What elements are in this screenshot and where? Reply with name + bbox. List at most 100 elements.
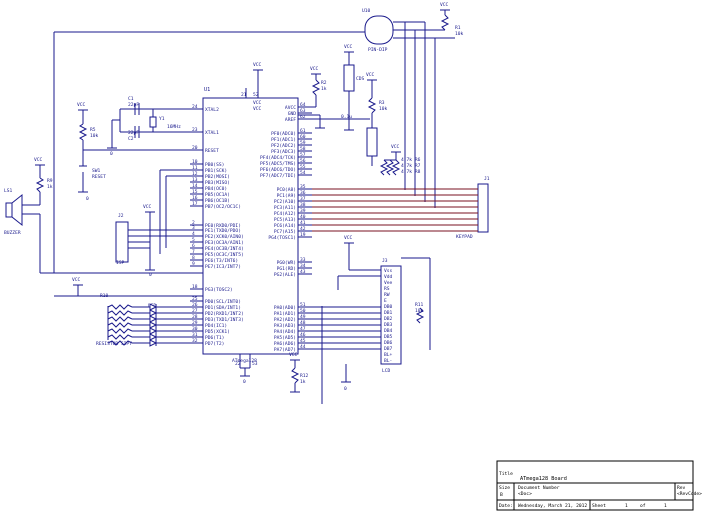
svg-text:VCC: VCC [344,44,353,50]
resistor-icon [107,328,133,334]
date-value: Wednesday, March 21, 2012 [518,503,587,509]
lcd-pin-name: E [384,298,387,304]
led-icon [149,333,158,341]
lcd-pin-name: BL+ [384,352,393,358]
u1-pin-name: PC2(A10) [274,199,296,205]
u1-pin-number: 62 [300,114,306,120]
u1-pin-name: AREF [285,117,296,123]
resistor-icon [107,304,133,310]
led-rows [107,303,203,347]
u1-pin-number: 59 [300,140,306,146]
svg-text:0: 0 [86,196,89,202]
u1-pin-name: PD5(XCK1) [205,329,230,335]
r12-resistor-icon [290,367,300,384]
y1-value: 16MHz [167,124,181,130]
lcd-pin-name: DB4 [384,328,393,334]
u1-pin-name: PB6(OC1B) [205,198,230,204]
svg-text:0: 0 [344,386,347,392]
u1-pin-number: 28 [192,314,198,320]
u1-pin-number: 18 [192,284,198,290]
u1-pin-name: PF4(ADC4/TCK) [260,155,296,161]
r9-value: 1k [47,184,53,190]
u1-pin-name: PF5(ADC5/TMS) [260,161,296,167]
u1-pin-name: PC3(A11) [274,205,296,211]
u1-pin-number: 23 [192,127,198,133]
u1-pin-number: 38 [300,202,306,208]
u1-pin-name: PB1(SCK) [205,168,227,174]
resistor-icon [107,340,133,346]
u1-pin-name: PF3(ADC3) [271,149,296,155]
lcd-pin-name: DB0 [384,304,393,310]
u1-body [202,97,299,355]
analog-circuit: VCC R2 1k VCC CDS 0.1u VCC R3 10k [298,44,388,166]
lcd-label: LCD [382,368,391,374]
u1-pin-number: 29 [192,320,198,326]
u1-pin-name: PG1(RD) [277,266,296,272]
u1-pin-name: PG3(TOSC2) [205,287,233,293]
u1-pin-number: 63 [300,108,306,114]
lcd-pin-name: RW [384,292,390,298]
u1-bottom-pin-num: 53 [252,361,258,367]
u1-pin-name: PA2(AD2) [274,317,296,323]
r5-ref: R5 [90,127,96,133]
rev-label: Rev [677,485,686,491]
led-icon [149,321,158,329]
u1-pin-number: 20 [192,145,198,151]
r1-value: 10k [455,31,464,37]
u1-pin-name: GND [288,111,297,117]
u1-pin-name: PE2(XCK0/AIN0) [205,234,244,240]
u1-pin-number: 7 [192,249,195,255]
u1-pin-name: PF6(ADC6/TDO) [260,167,296,173]
led-icon [149,339,158,347]
lcd-pin-name: DB2 [384,316,393,322]
u1-pin-number: 57 [300,152,306,158]
j1-ref: J1 [484,176,490,182]
u1-pin-number: 61 [300,128,306,134]
rev-value: <RevCode> [677,491,702,497]
u1-pin-number: 5 [192,237,195,243]
sw1-ref: SW1 [92,168,101,174]
svg-text:VCC: VCC [253,62,262,68]
r6-resistor-icon [379,159,389,176]
lcd-connector-icon [380,265,402,365]
u1-left-pins: 24XTAL223XTAL120RESET10PB0(SS)11PB1(SCK)… [190,104,244,347]
vcc-icon: VCC [253,62,263,71]
u1-pin-number: 15 [192,189,198,195]
docnum-label: Document Number [518,485,560,491]
resistor-icon [107,316,133,322]
u1-pin-name: PF0(ADC0) [271,131,296,137]
r3-ref: R3 [379,100,385,106]
c2-value: 22pF [128,130,139,136]
u1-pin-name: PG2(ALE) [274,272,296,278]
lcd-pin-name: DB5 [384,334,393,340]
u1-pin-name: PB4(OC0) [205,186,227,192]
title-value: ATmega128 Board [520,476,567,482]
cds-sensor-icon [343,64,355,92]
u1-pin-number: 34 [300,263,306,269]
u1-pin-number: 44 [300,344,306,350]
keypad-connector: J1 KEYPAD [312,176,490,240]
u1-part: ATmega128 [232,358,257,364]
u1-pin-name: PG4(TOSC1) [268,235,296,241]
u1-pin-number: 46 [300,332,306,338]
u10-part: PIN-DIP [368,47,388,53]
y1-ref: Y1 [159,116,165,122]
u1-pin-number: 33 [300,257,306,263]
isp-connector: J2 ISP VCC 0 [115,169,203,278]
r9-ref: R9 [47,178,53,184]
u1-pin-number: 17 [192,201,198,207]
r11-resistor-icon [415,307,425,324]
title-label: Title [499,471,513,477]
reset-circuit: VCC R5 10k 0 SW1 RESET [77,102,203,202]
title-block: Title ATmega128 Board Size B Document Nu… [496,460,702,511]
led-array: LED RESISTOR SIP7 R10 VCC [54,277,203,347]
cds-label: CDS [356,76,365,82]
u1-top-pin-num: 21 [241,92,247,98]
resistor-array-label: RESISTOR SIP7 [96,341,132,347]
resistor-icon [107,322,133,328]
svg-text:VCC: VCC [366,72,375,78]
j1-part: KEYPAD [456,234,473,240]
cap-value: 0.1u [341,114,352,120]
u1-pin-number: 42 [300,226,306,232]
